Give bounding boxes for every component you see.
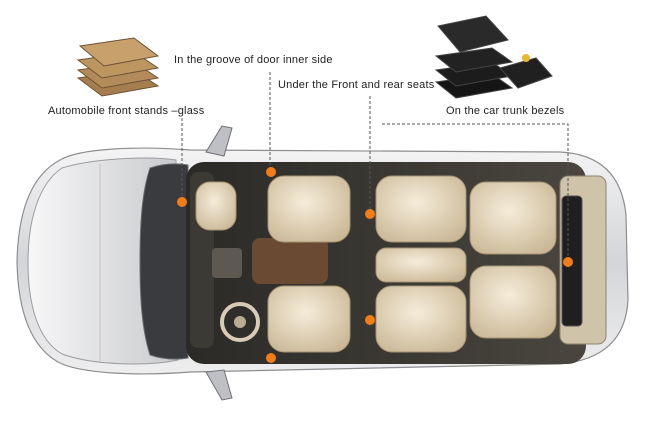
black-charcoal-bag-stack-icon xyxy=(434,15,553,99)
label-trunk-bezels: On the car trunk bezels xyxy=(446,105,565,117)
label-door-groove: In the groove of door inner side xyxy=(174,54,333,66)
marker-door-top xyxy=(266,167,276,177)
marker-door-bottom xyxy=(266,353,276,363)
steering-wheel-icon xyxy=(220,302,260,342)
mirror-bottom-icon xyxy=(205,369,233,401)
marker-under-seat-front xyxy=(365,209,375,219)
marker-trunk xyxy=(563,257,573,267)
center-console xyxy=(252,238,328,284)
bamboo-charcoal-bag-stack-icon xyxy=(76,37,160,97)
windshield xyxy=(139,163,189,360)
car-hood xyxy=(27,157,179,365)
mirror-top-icon xyxy=(205,125,233,157)
front-seats xyxy=(195,175,351,353)
placement-markers xyxy=(177,167,573,363)
rear-seats xyxy=(469,181,557,339)
marker-under-seat-rear xyxy=(365,315,375,325)
middle-seats xyxy=(375,175,467,353)
leader-lines xyxy=(181,72,569,260)
label-under-seats: Under the Front and rear seats xyxy=(278,79,435,91)
label-front-glass: Automobile front stands –glass xyxy=(48,105,205,117)
marker-front-glass xyxy=(177,197,187,207)
